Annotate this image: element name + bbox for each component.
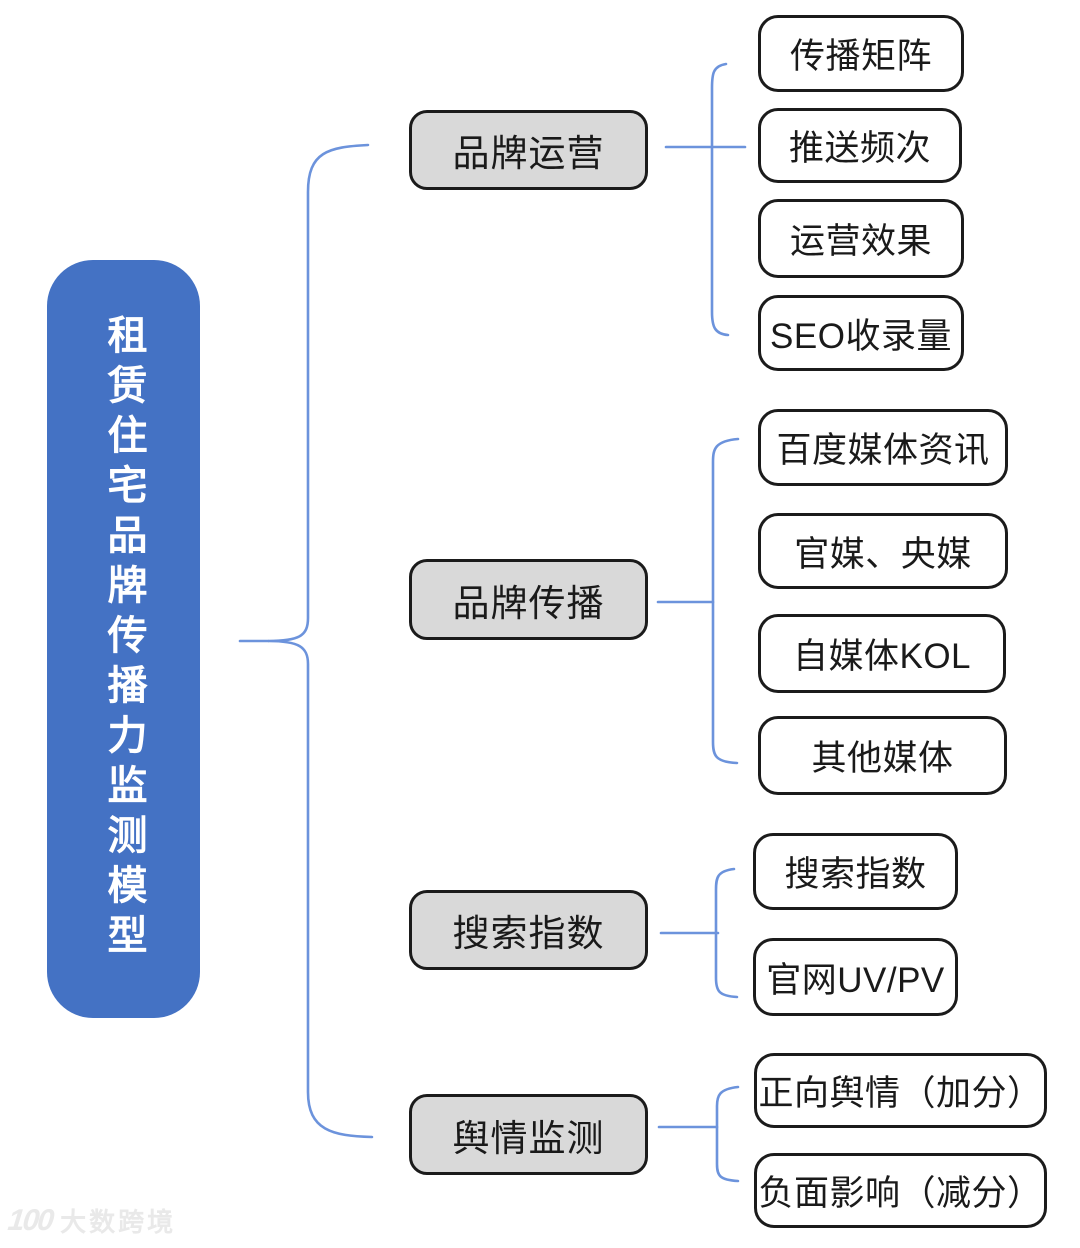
leaf-node-negative-impact-penalty: 负面影响（减分）: [754, 1153, 1047, 1228]
branch1-bracket: [710, 62, 730, 337]
leaf-node-positive-sentiment-bonus: 正向舆情（加分）: [754, 1053, 1047, 1128]
leaf-node-communication-matrix: 传播矩阵: [758, 15, 964, 92]
leaf-node-search-index: 搜索指数: [753, 833, 958, 910]
leaf-node-self-media-kol: 自媒体KOL: [758, 614, 1006, 693]
leaf-node-baidu-media-news: 百度媒体资讯: [758, 409, 1008, 486]
leaf-node-other-media: 其他媒体: [758, 716, 1007, 795]
branch-node-sentiment-monitoring: 舆情监测: [409, 1094, 648, 1175]
leaf-node-website-uv-pv: 官网UV/PV: [753, 938, 958, 1016]
root-brace-connector: [267, 143, 374, 1139]
leaf-node-operation-effect: 运营效果: [758, 199, 964, 278]
watermark-brand-text: 大数跨境: [60, 1207, 177, 1237]
leaf-node-push-frequency: 推送频次: [758, 108, 962, 183]
branch-node-brand-operation: 品牌运营: [409, 110, 648, 190]
leaf-node-official-central-media: 官媒、央媒: [758, 513, 1008, 589]
branch-node-brand-communication: 品牌传播: [409, 559, 648, 640]
watermark: 100 大数跨境: [6, 1202, 177, 1239]
watermark-100-logo-icon: 100: [6, 1203, 54, 1237]
branch4-bracket: [715, 1085, 740, 1183]
root-node-title: 租赁住宅品牌传播力监测模型: [47, 260, 200, 1018]
branch-node-search-index: 搜索指数: [409, 890, 648, 970]
leaf-node-seo-index-volume: SEO收录量: [758, 295, 964, 371]
branch2-bracket: [711, 437, 740, 765]
